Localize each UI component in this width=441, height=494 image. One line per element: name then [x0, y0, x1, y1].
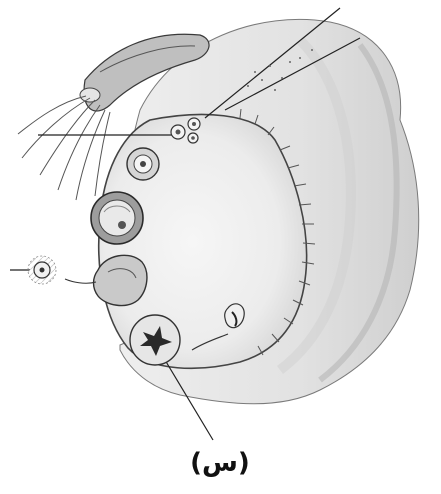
corpus-luteum	[130, 315, 180, 365]
ruptured-follicle	[65, 255, 147, 305]
figure-label: (س)	[160, 446, 280, 480]
primary-follicle	[127, 148, 159, 180]
ovulated-oocyte	[28, 256, 56, 284]
secondary-follicle	[91, 192, 143, 244]
